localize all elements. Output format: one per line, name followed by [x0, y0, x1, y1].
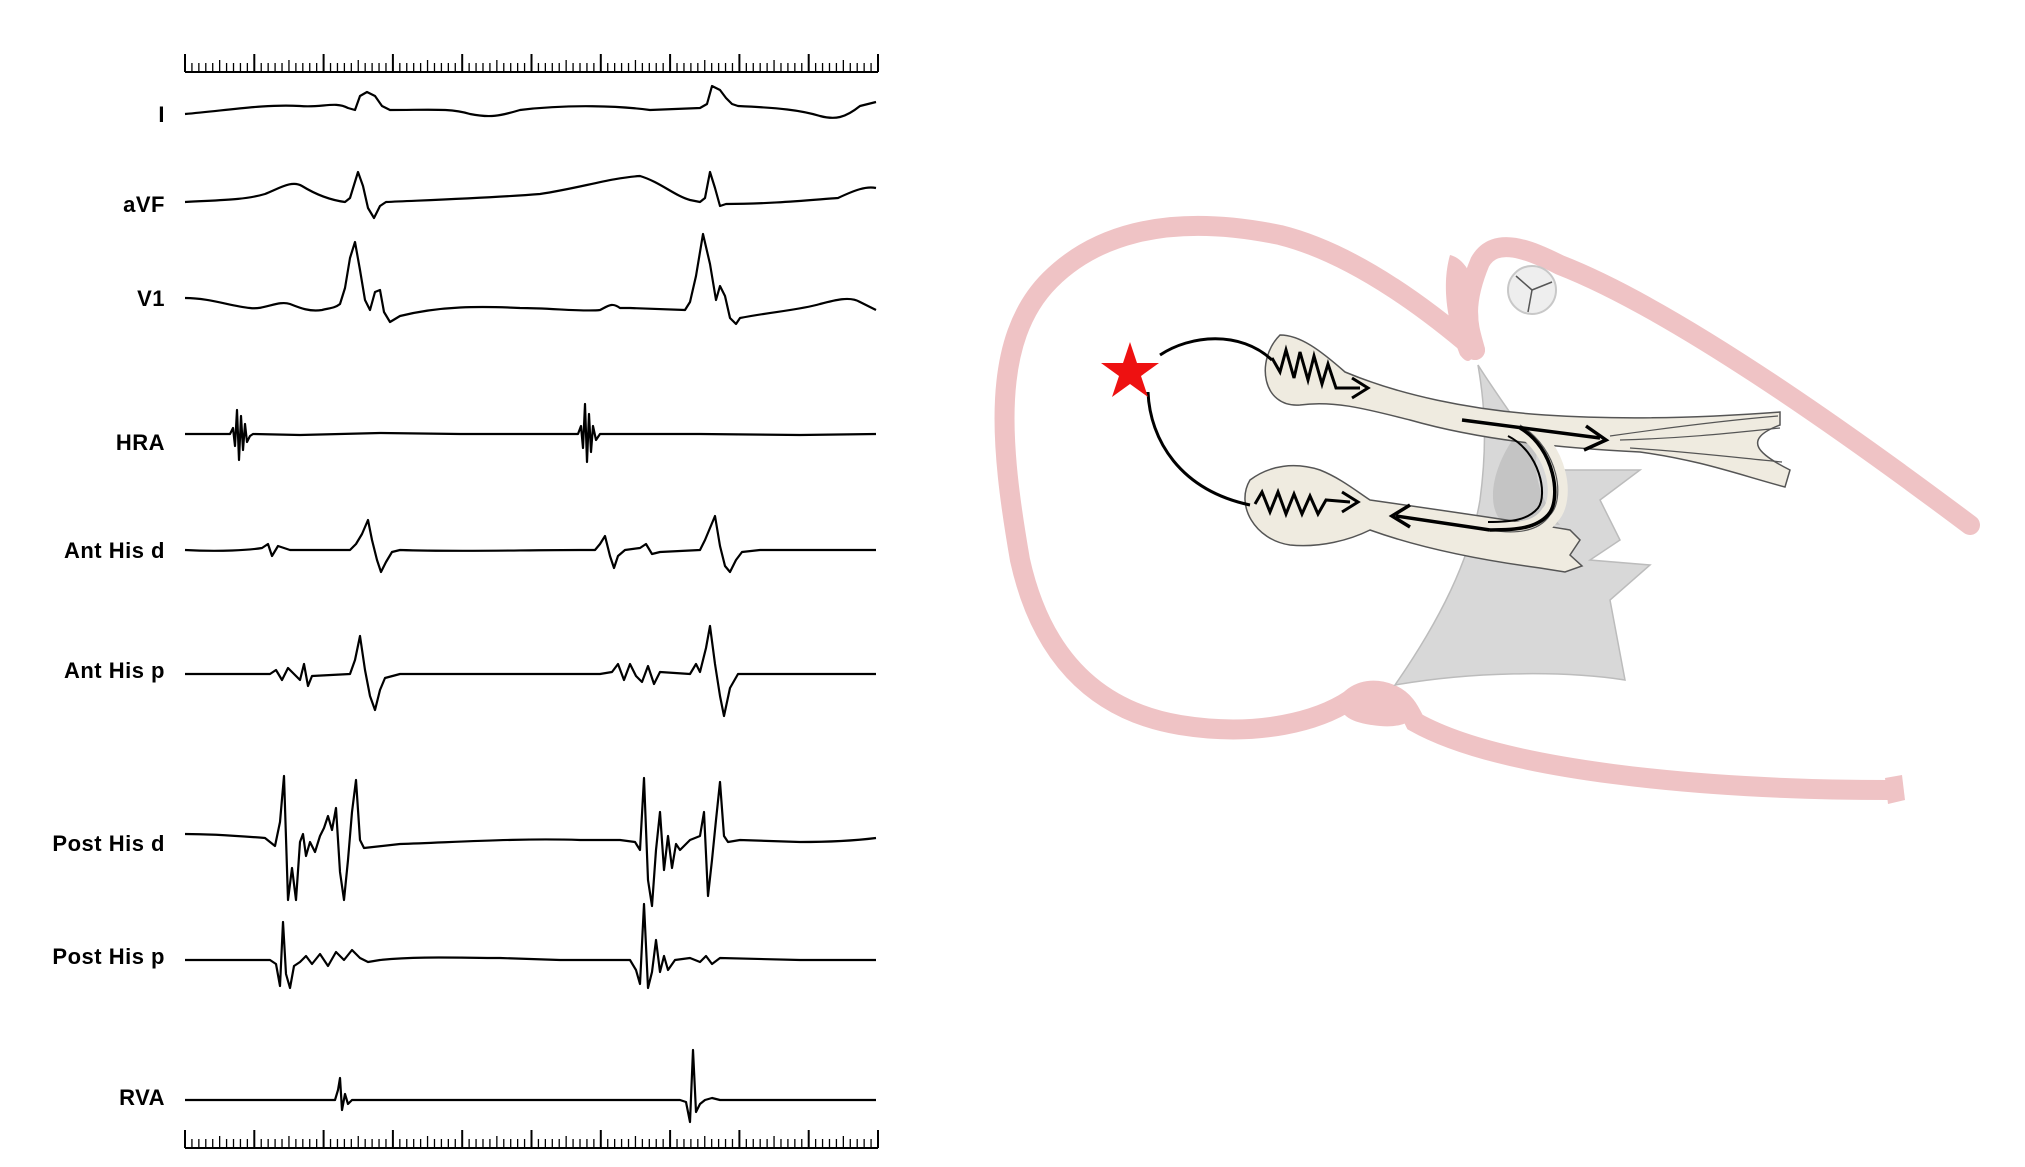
myocardial-wall	[994, 215, 1485, 740]
arrowhead-lower	[1341, 490, 1361, 514]
trace-post-his-d	[184, 774, 877, 908]
wall-end-cap	[1885, 775, 1905, 804]
reentry-arrow-forward	[1461, 418, 1601, 440]
septal-bulge-bottom	[1340, 684, 1416, 727]
conduction-diagram	[994, 215, 1980, 804]
ventricular-wall-lower	[1340, 680, 1900, 800]
reentry-arrowhead-forward	[1583, 424, 1610, 452]
activation-arrow-to-upper	[1159, 337, 1274, 362]
trace-ant-his-d	[184, 514, 876, 574]
activation-arrow-to-lower	[1146, 391, 1251, 507]
septal-bulge-top	[1445, 255, 1479, 362]
label-post-his-p: Post His p	[52, 944, 165, 969]
time-ruler-top	[184, 54, 879, 73]
label-lead-aVF: aVF	[123, 192, 165, 217]
zigzag-lower	[1253, 487, 1351, 519]
reentry-arrowhead-back	[1388, 503, 1411, 529]
arrowhead-upper	[1351, 376, 1371, 400]
trace-lead-I	[184, 84, 877, 119]
label-ant-his-p: Ant His p	[64, 658, 165, 683]
label-lead-I: I	[158, 102, 165, 127]
time-ruler-bottom	[184, 1130, 879, 1149]
label-ant-his-d: Ant His d	[64, 538, 165, 563]
reentry-loop-inner	[1487, 435, 1543, 523]
label-RVA: RVA	[119, 1085, 165, 1110]
trace-ant-his-p	[185, 624, 876, 718]
label-lead-V1: V1	[137, 286, 165, 311]
trace-HRA	[185, 402, 877, 464]
reentry-loop	[1489, 426, 1557, 532]
origin-star-icon	[1101, 342, 1159, 397]
label-post-his-d: Post His d	[52, 831, 165, 856]
valve-icon	[1507, 265, 1557, 315]
upper-pathway	[1264, 334, 1791, 488]
trace-lead-aVF	[184, 170, 877, 220]
trace-post-his-p	[185, 902, 876, 990]
trace-lead-V1	[184, 232, 877, 326]
septum-shadow	[1492, 430, 1560, 525]
zigzag-upper	[1270, 344, 1360, 390]
tracing-panel: I aVF V1 HRA Ant His d Ant His p Post Hi…	[52, 54, 879, 1149]
trace-RVA	[185, 1048, 876, 1124]
reentry-arrow-back	[1395, 514, 1491, 532]
upper-pathway-fibers	[1609, 415, 1783, 463]
label-HRA: HRA	[116, 430, 165, 455]
